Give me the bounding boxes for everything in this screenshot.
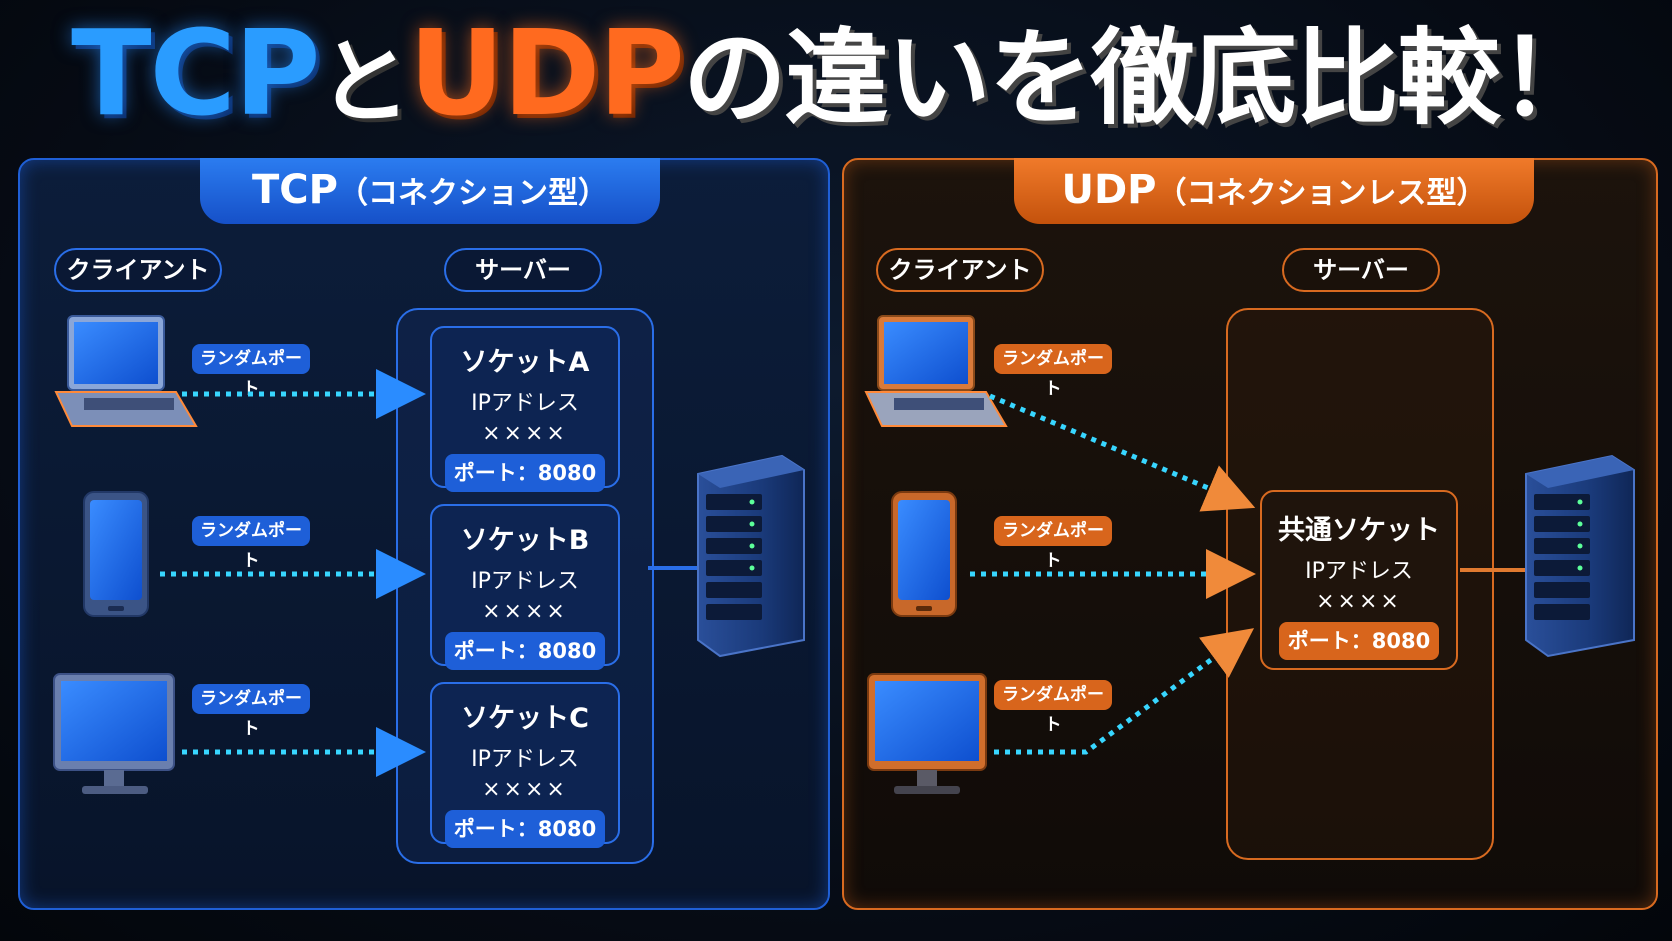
udp-server-frame: 共通ソケット IPアドレス ×××× ポート：8080 bbox=[1226, 308, 1494, 860]
socket-port-badge: ポート：8080 bbox=[445, 810, 605, 848]
udp-datagram-arrow bbox=[994, 628, 1255, 755]
page-title: TCPとUDPの違いを徹底比較！ bbox=[0, 8, 1672, 139]
tcp-header-main: TCP bbox=[252, 167, 338, 213]
laptop-icon bbox=[864, 315, 1008, 427]
tcp-random-port-tag: ランダムポート bbox=[192, 344, 310, 399]
socket-port-badge: ポート：8080 bbox=[445, 632, 605, 670]
udp-datagram-arrow bbox=[989, 393, 1256, 512]
server-tower-icon bbox=[1525, 454, 1635, 658]
socket-port-badge: ポート：8080 bbox=[445, 454, 605, 492]
udp-panel: UDP（コネクションレス型） クライアント サーバー ランダムポート ランダムポ… bbox=[842, 158, 1658, 910]
socket-card-b: ソケットB IPアドレス ×××× ポート：8080 bbox=[430, 504, 620, 670]
title-to: と bbox=[318, 29, 411, 136]
tcp-server-label: サーバー bbox=[444, 248, 602, 292]
desktop-monitor-icon bbox=[867, 673, 987, 794]
tcp-panel: TCP（コネクション型） クライアント サーバー ランダムポート ランダムポート… bbox=[18, 158, 830, 910]
udp-random-port-tag: ランダムポート bbox=[994, 344, 1112, 399]
desktop-monitor-icon bbox=[53, 673, 175, 794]
udp-server-label: サーバー bbox=[1282, 248, 1440, 292]
socket-ip-address: ×××× bbox=[482, 421, 568, 446]
socket-ip-label: IPアドレス bbox=[1305, 559, 1413, 584]
server-tower-icon bbox=[697, 454, 805, 658]
title-tcp: TCP bbox=[71, 4, 321, 142]
socket-name: ソケットA bbox=[460, 347, 590, 378]
title-udp: UDP bbox=[408, 4, 685, 142]
socket-name: 共通ソケット bbox=[1278, 515, 1440, 546]
socket-ip-address: ×××× bbox=[1316, 589, 1402, 614]
tcp-header-tab: TCP（コネクション型） bbox=[200, 158, 660, 224]
socket-card-c: ソケットC IPアドレス ×××× ポート：8080 bbox=[430, 682, 620, 848]
socket-ip-label: IPアドレス bbox=[471, 391, 579, 416]
udp-header-tab: UDP（コネクションレス型） bbox=[1014, 158, 1534, 224]
laptop-icon bbox=[54, 315, 198, 427]
tcp-server-frame: ソケットA IPアドレス ×××× ポート：8080 ソケットB IPアドレス … bbox=[396, 308, 654, 864]
smartphone-icon bbox=[891, 491, 957, 617]
socket-ip-label: IPアドレス bbox=[471, 569, 579, 594]
smartphone-icon bbox=[83, 491, 149, 617]
socket-name: ソケットC bbox=[461, 703, 589, 734]
udp-client-label: クライアント bbox=[876, 248, 1044, 292]
socket-ip-address: ×××× bbox=[482, 777, 568, 802]
socket-ip-label: IPアドレス bbox=[471, 747, 579, 772]
udp-random-port-tag: ランダムポート bbox=[994, 680, 1112, 735]
tcp-client-label: クライアント bbox=[54, 248, 222, 292]
tcp-header-sub: （コネクション型） bbox=[337, 176, 608, 211]
udp-header-sub: （コネクションレス型） bbox=[1156, 176, 1487, 211]
socket-ip-address: ×××× bbox=[482, 599, 568, 624]
shared-socket-card: 共通ソケット IPアドレス ×××× ポート：8080 bbox=[1260, 490, 1458, 670]
socket-port-badge: ポート：8080 bbox=[1279, 622, 1439, 660]
udp-header-main: UDP bbox=[1061, 167, 1157, 213]
tcp-random-port-tag: ランダムポート bbox=[192, 684, 310, 739]
tcp-random-port-tag: ランダムポート bbox=[192, 516, 310, 571]
udp-random-port-tag: ランダムポート bbox=[994, 516, 1112, 571]
socket-card-a: ソケットA IPアドレス ×××× ポート：8080 bbox=[430, 326, 620, 492]
socket-name: ソケットB bbox=[460, 525, 590, 556]
title-rest: の違いを徹底比較！ bbox=[682, 17, 1603, 139]
